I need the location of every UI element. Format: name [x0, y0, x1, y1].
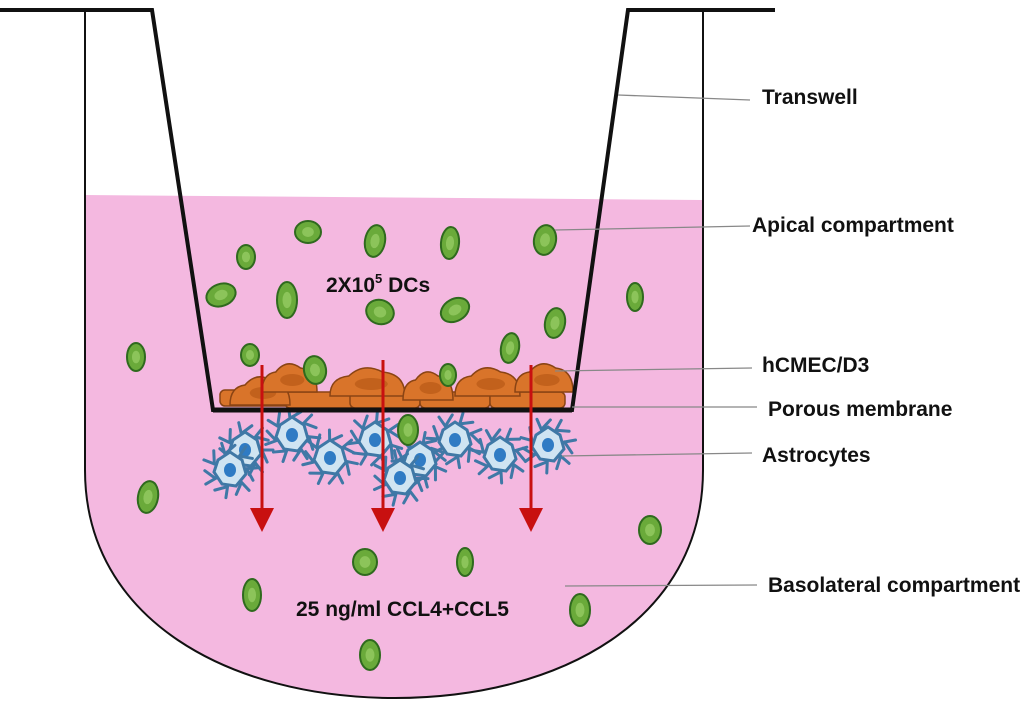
astrocyte: [202, 441, 260, 500]
apical-leader: [554, 225, 751, 231]
dendritic-cell: [126, 342, 146, 372]
label-basolateral-compartment: Basolateral compartment: [768, 574, 1020, 597]
endothelial-cell: [329, 367, 406, 397]
dendritic-cell: [365, 298, 395, 326]
dendritic-cell: [242, 578, 262, 612]
dendritic-cell: [359, 639, 381, 671]
endothelial-cell: [454, 367, 521, 397]
dendritic-cell: [543, 307, 567, 339]
dendritic-cell: [352, 548, 378, 576]
dc-count-label: 2X105 DCs: [326, 271, 430, 297]
dendritic-cell: [569, 593, 591, 627]
label-transwell: Transwell: [762, 86, 858, 109]
astrocyte: [372, 449, 430, 507]
hcmec-leader: [554, 367, 753, 372]
dendritic-cells: [126, 220, 662, 671]
dendritic-cell: [626, 282, 644, 312]
dendritic-cell: [439, 296, 471, 324]
astrocyte: [519, 417, 578, 475]
dendritic-cell: [276, 281, 298, 319]
basolateral-leader: [564, 584, 758, 587]
dendritic-cell: [532, 224, 558, 256]
label-hcmec-d3: hCMEC/D3: [762, 354, 869, 377]
label-porous-membrane: Porous membrane: [768, 398, 952, 421]
migrating-dendritic-cells: [240, 343, 457, 446]
dendritic-cell: [397, 414, 419, 446]
outer-well: [84, 10, 704, 700]
dendritic-cell: [236, 244, 256, 270]
endothelial-layer: [219, 363, 574, 409]
dendritic-cell: [294, 220, 322, 244]
dendritic-cell: [638, 515, 662, 545]
astrocyte: [301, 428, 359, 485]
dendritic-cell: [363, 224, 387, 258]
dendritic-cell: [302, 355, 328, 385]
label-astrocytes: Astrocytes: [762, 444, 871, 467]
dendritic-cell: [205, 282, 237, 308]
dendritic-cell: [136, 480, 160, 514]
astrocyte: [470, 427, 529, 485]
label-apical-compartment: Apical compartment: [752, 214, 954, 237]
chemokine-label: 25 ng/ml CCL4+CCL5: [296, 598, 509, 621]
dendritic-cell: [439, 226, 461, 260]
dendritic-cell: [439, 363, 457, 387]
dendritic-cell: [240, 343, 260, 367]
astrocyte: [425, 411, 483, 470]
dendritic-cell: [499, 332, 521, 364]
dendritic-cell: [456, 547, 474, 577]
astrocytes-leader: [561, 452, 753, 457]
transwell-leader: [617, 94, 751, 101]
